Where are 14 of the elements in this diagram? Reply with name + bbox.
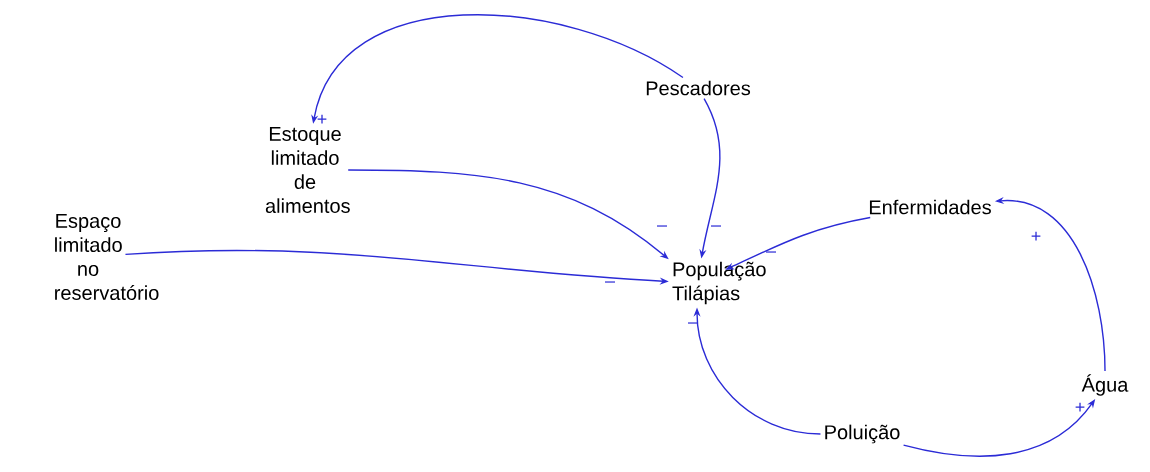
- polarity-sign: –: [657, 225, 667, 227]
- variable-label: Poluição: [825, 424, 900, 444]
- polarity-sign: +: [317, 114, 327, 124]
- variable-label: Espaço limitado no reservatório: [55, 214, 159, 300]
- variable-label: População Tilápias: [672, 261, 766, 305]
- polarity-sign: –: [766, 251, 776, 253]
- variable-label: Estoque limitado de alimentos: [265, 127, 350, 213]
- variable-label: Pescadores: [646, 80, 751, 96]
- polarity-sign: +: [1075, 402, 1085, 412]
- polarity-sign: –: [605, 281, 615, 283]
- variable-label: Água: [1081, 374, 1129, 396]
- variable-label: Enfermidades: [869, 199, 991, 215]
- polarity-sign: –: [711, 225, 721, 227]
- polarity-sign: +: [1031, 231, 1041, 241]
